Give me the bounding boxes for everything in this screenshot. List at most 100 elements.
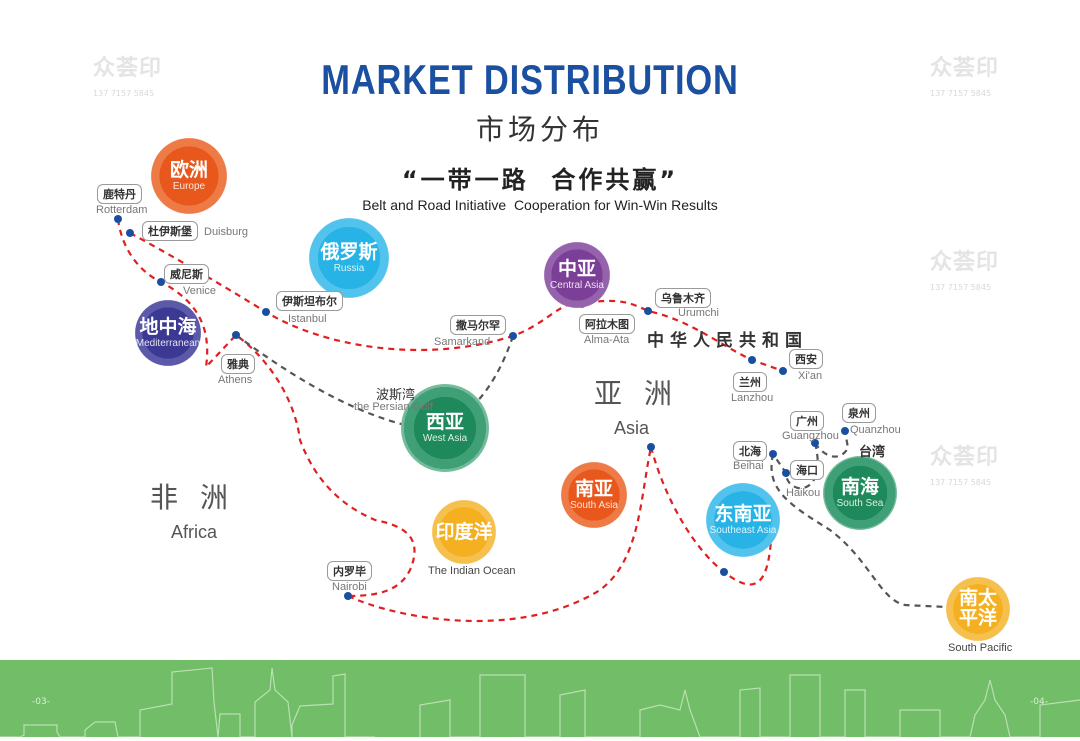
city-label: 泉州 <box>842 403 876 423</box>
city-label-en: Rotterdam <box>96 204 148 216</box>
region-en: Russia <box>333 262 365 274</box>
city-dot[interactable] <box>126 229 134 237</box>
city-label-en: Quanzhou <box>850 424 901 436</box>
africa-label: 非洲 <box>150 481 251 514</box>
city-dot[interactable] <box>262 308 270 316</box>
region-en: South Pacific <box>948 642 1013 654</box>
city-label-en: Samarkand <box>434 336 491 348</box>
region-cn: 东南亚 <box>714 503 772 526</box>
city-label-en: Urumchi <box>678 307 719 319</box>
city-label: 北海 <box>733 441 767 461</box>
region-indian-ocean[interactable]: 印度洋 <box>432 500 496 564</box>
page-number-right: -04- <box>1030 697 1048 707</box>
city-dot[interactable] <box>748 356 756 364</box>
region-en: Southeast Asia <box>709 524 777 536</box>
silk-road-route <box>129 232 784 373</box>
skyline-illustration <box>0 667 1080 738</box>
waypoint-dot <box>647 443 655 451</box>
region-cn: 俄罗斯 <box>320 241 378 264</box>
city-label: 阿拉木图 <box>579 314 635 334</box>
gulf-label-en: the Persian Gulf <box>354 401 433 413</box>
city-dot[interactable] <box>841 427 849 435</box>
asia-label: 亚洲 <box>594 377 695 410</box>
city-dot[interactable] <box>779 367 787 375</box>
city-dot[interactable] <box>644 307 652 315</box>
city-dot[interactable] <box>157 278 165 286</box>
region-cn: 西亚 <box>425 411 464 434</box>
sea-route-pacific <box>770 453 947 609</box>
region-cn: 南亚 <box>574 478 613 501</box>
city-label: 鹿特丹 <box>97 184 142 204</box>
city-dot[interactable] <box>344 592 352 600</box>
region-en: West Asia <box>422 432 468 444</box>
region-en: Mediterranean <box>135 337 201 349</box>
city-label-en: Duisburg <box>204 226 249 238</box>
region-cn: 印度洋 <box>435 520 493 543</box>
region-en: The Indian Ocean <box>428 565 516 577</box>
slogan-en: Belt and Road Initiative Cooperation for… <box>362 197 718 213</box>
city-label: 广州 <box>790 411 824 431</box>
region-en: Central Asia <box>550 279 604 291</box>
sea-route-africa-asia <box>347 446 653 623</box>
city-label: 兰州 <box>733 372 767 392</box>
asia-label-en: Asia <box>614 418 650 438</box>
city-label: 威尼斯 <box>164 264 209 284</box>
city-label: 海口 <box>790 460 824 480</box>
region-south-pacific[interactable]: 南太平洋 <box>946 577 1010 641</box>
region-cn: 地中海 <box>139 316 197 339</box>
region-en: South Asia <box>570 499 618 511</box>
region-en: Europe <box>172 180 206 192</box>
city-label: 乌鲁木齐 <box>655 288 711 308</box>
city-dot[interactable] <box>769 450 777 458</box>
sea-route-quanzhou <box>814 430 850 458</box>
city-label: 杜伊斯堡 <box>142 221 198 241</box>
sea-route-samarkand <box>454 335 515 421</box>
city-label-en: Haikou <box>786 487 821 499</box>
city-label-en: Athens <box>218 374 253 386</box>
city-label: 内罗毕 <box>327 561 372 581</box>
city-dot[interactable] <box>782 469 790 477</box>
gulf-label: 波斯湾 <box>376 388 416 403</box>
taiwan-label: 台湾 <box>859 445 886 460</box>
page-title: MARKET DISTRIBUTION <box>321 56 739 103</box>
region-cn: 南太平洋 <box>958 587 997 629</box>
city-label: 伊斯坦布尔 <box>276 291 343 311</box>
city-dot[interactable] <box>114 215 122 223</box>
page-number-left: -03- <box>32 697 50 707</box>
sea-route-haikou <box>772 442 819 490</box>
city-dot[interactable] <box>811 439 819 447</box>
city-label-en: Xi'an <box>798 370 823 382</box>
city-label-en: Guangzhou <box>782 430 839 442</box>
city-label-en: Beihai <box>733 460 764 472</box>
page-subtitle-cn: 市场分布 <box>475 113 604 146</box>
waypoint-dot <box>720 568 728 576</box>
city-dot[interactable] <box>509 332 517 340</box>
city-label-en: Alma-Ata <box>584 334 630 346</box>
footer-band <box>0 660 1080 738</box>
city-label-en: Venice <box>183 285 217 297</box>
region-cn: 中亚 <box>557 258 596 281</box>
slogan: “一带一路 合作共赢” <box>401 166 679 194</box>
city-label: 西安 <box>789 349 823 369</box>
city-label-en: Istanbul <box>288 313 327 325</box>
region-cn: 欧洲 <box>169 159 208 182</box>
city-label-en: Lanzhou <box>731 392 774 404</box>
city-dot[interactable] <box>232 331 240 339</box>
city-label: 雅典 <box>221 354 255 374</box>
region-cn: 南海 <box>840 476 879 499</box>
region-en: South Sea <box>836 497 884 509</box>
city-label: 撒马尔罕 <box>450 315 506 335</box>
